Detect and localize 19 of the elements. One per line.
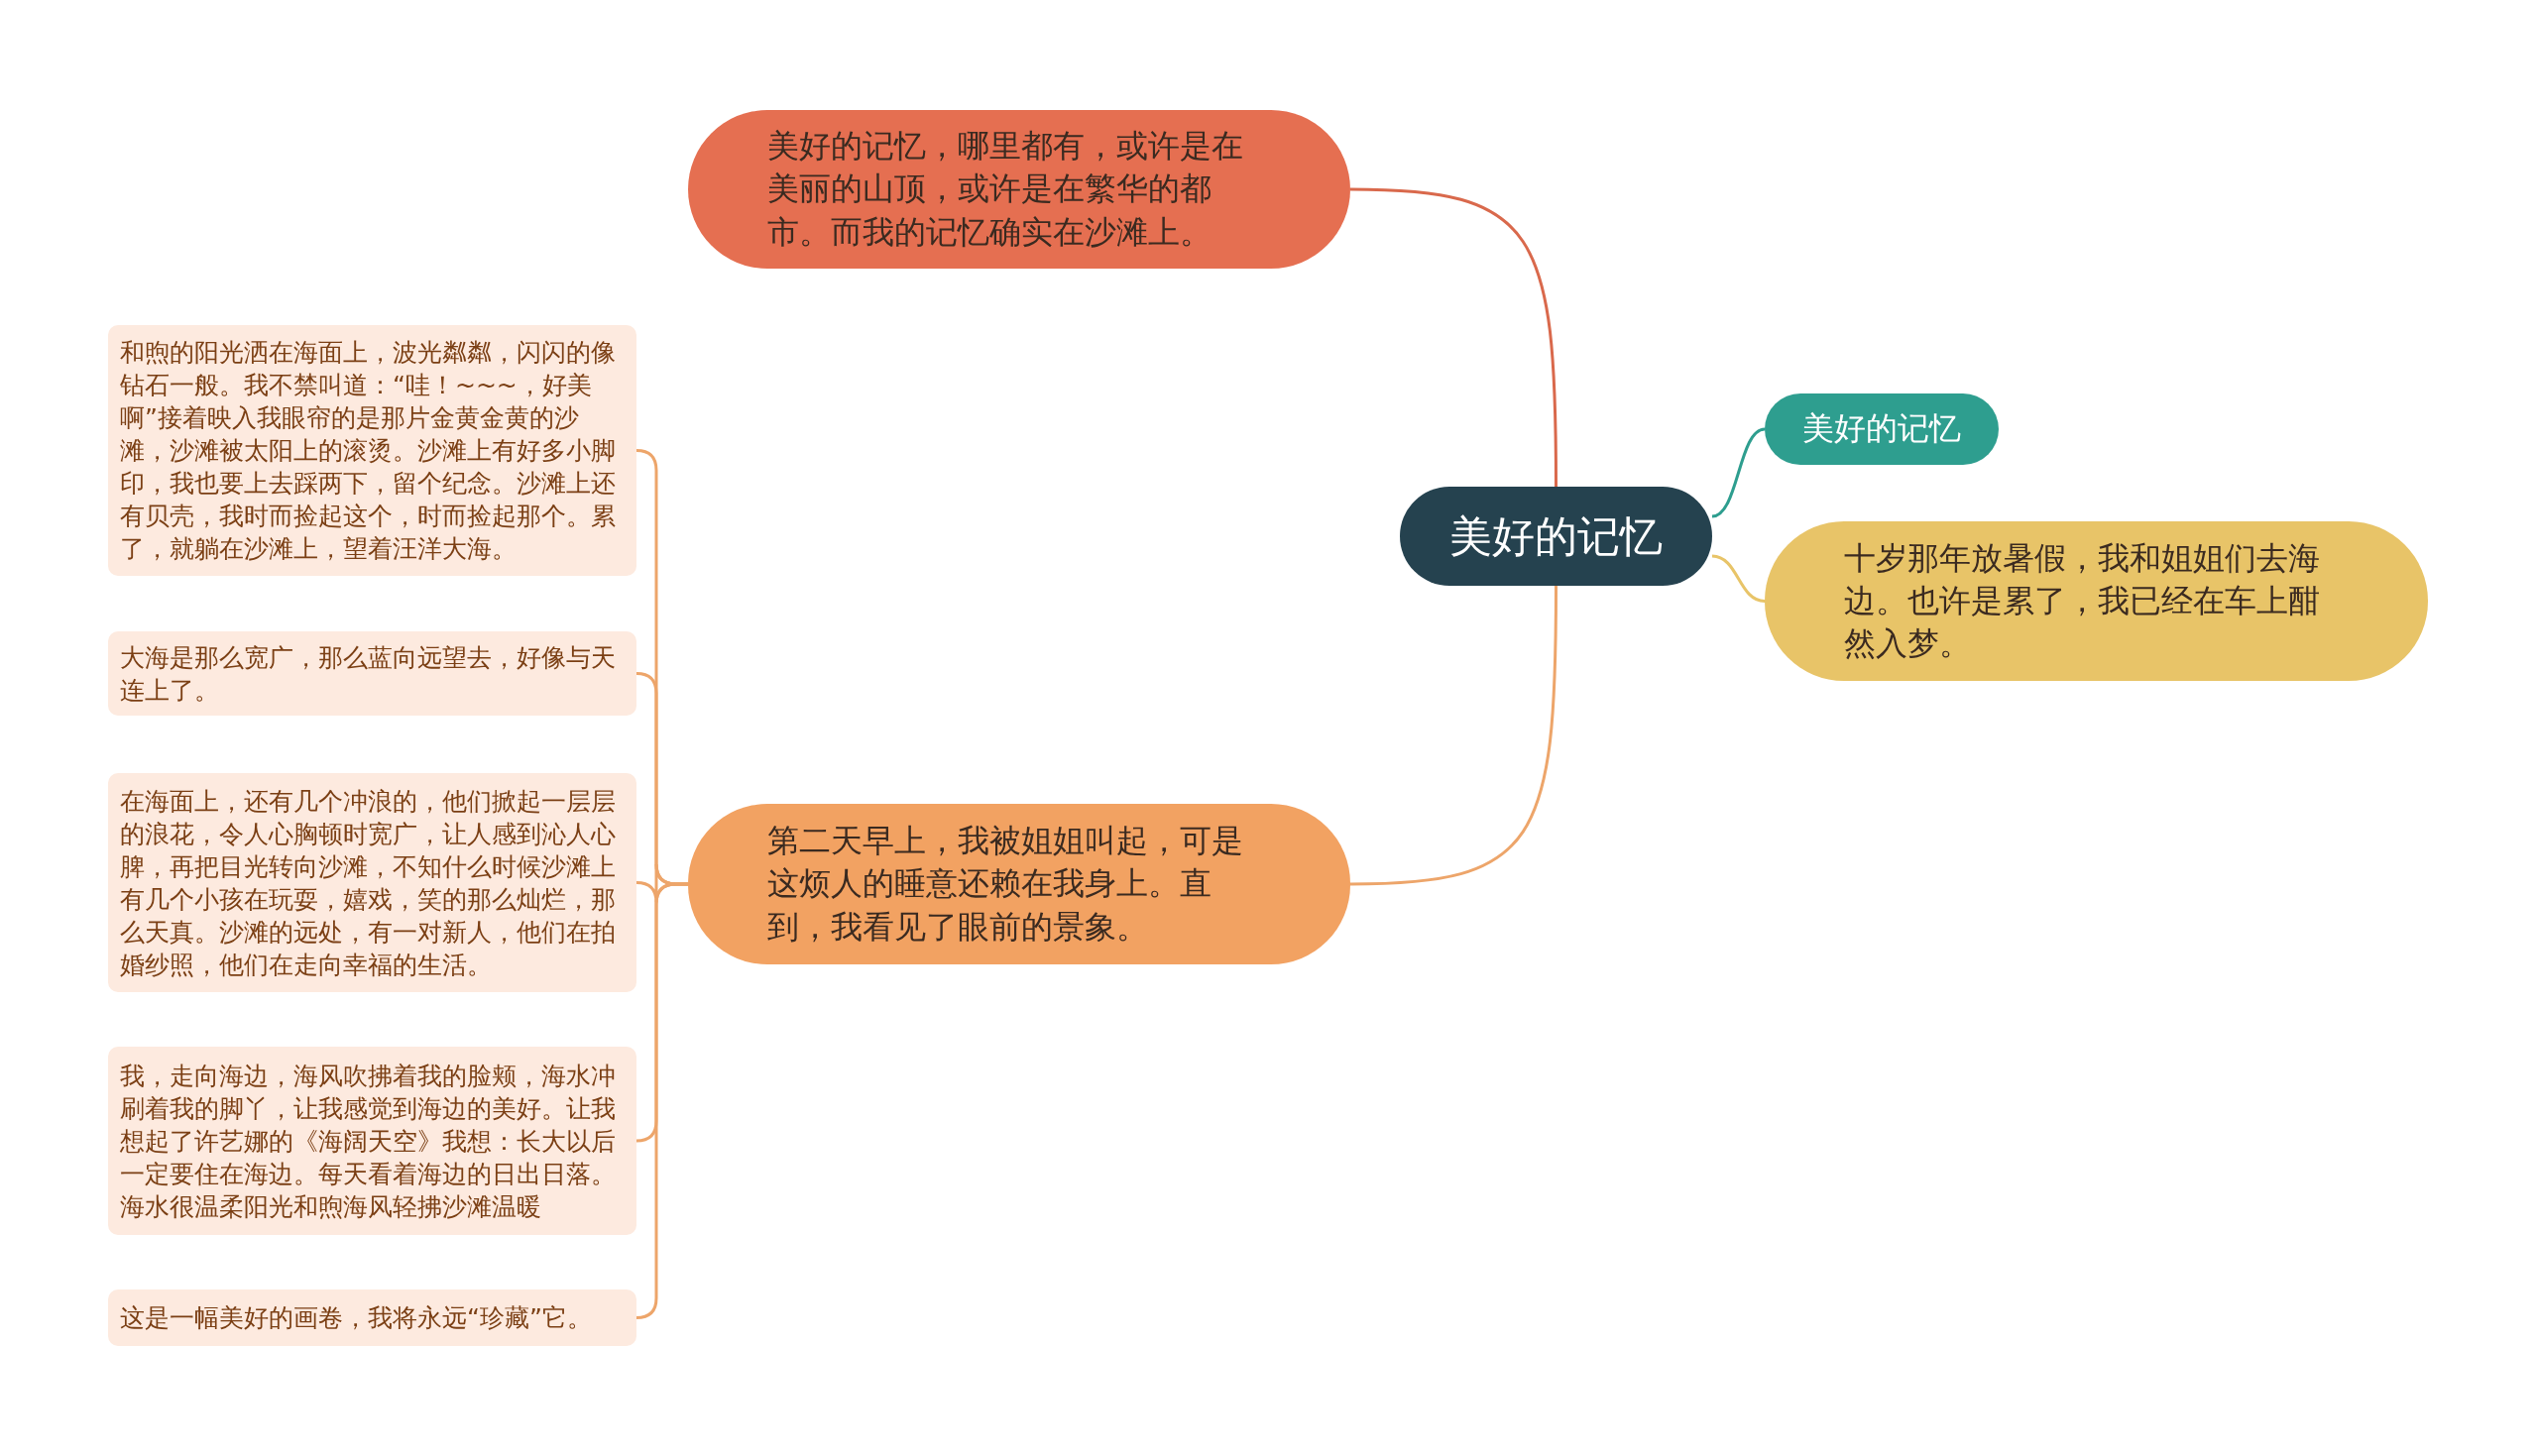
node-text: 美好的记忆 [1802,408,1961,450]
connector-line [1711,427,1766,518]
node-text: 这是一幅美好的画卷，我将永远“珍藏”它。 [120,1302,592,1334]
connector-line [1711,554,1766,603]
node-text: 第二天早上，我被姐姐叫起，可是这烦人的睡意还赖在我身上。直到，我看见了眼前的景象。 [767,821,1244,948]
node-text: 美好的记忆 [1449,509,1663,563]
node-text: 和煦的阳光洒在海面上，波光粼粼，闪闪的像钻石一般。我不禁叫道：“哇！~~~，好美啊”接着映入我眼帘的是那片金黄金黄的沙滩，沙滩被太阳上的滚烫。沙滩上有好多小脚印，我也要上去踩两下，留个纪念。沙滩上还有贝壳，我时而捡起这个，时而捡起那个。累了，就躺在沙滩上，望着汪洋大海。 [120,337,617,565]
connector-line [1349,187,1557,487]
node-text: 美好的记忆，哪里都有，或许是在美丽的山顶，或许是在繁华的都市。而我的记忆确实在沙滩上。 [767,126,1244,253]
text-card [108,631,636,716]
connector-line [635,882,688,1319]
node-text: 我，走向海边，海风吹拂着我的脸颊，海水冲刷着我的脚丫，让我感觉到海边的美好。让我想起了许艺娜的《海阔天空》我想：长大以后一定要住在海边。每天看着海边的日出日落。海水很温柔阳光和煦海风轻拂沙滩温暖 [120,1060,617,1223]
node-text: 大海是那么宽广，那么蓝向远望去，好像与天连上了。 [120,641,617,707]
text-card [108,1047,636,1235]
text-card [108,773,636,992]
node-text: 十岁那年放暑假，我和姐姐们去海边。也许是累了，我已经在车上酣然入梦。 [1844,537,2321,665]
connector-line [1349,586,1557,886]
text-card [108,1289,636,1346]
node-text: 在海面上，还有几个冲浪的，他们掀起一层层的浪花，令人心胸顿时宽广，让人感到沁人心脾，再把目光转向沙滩，不知什么时候沙滩上有几个小孩在玩耍，嬉戏，笑的那么灿烂，那么天真。沙滩的远处，有一对新人，他们在拍婚纱照，他们在走向幸福的生活。 [120,785,617,981]
